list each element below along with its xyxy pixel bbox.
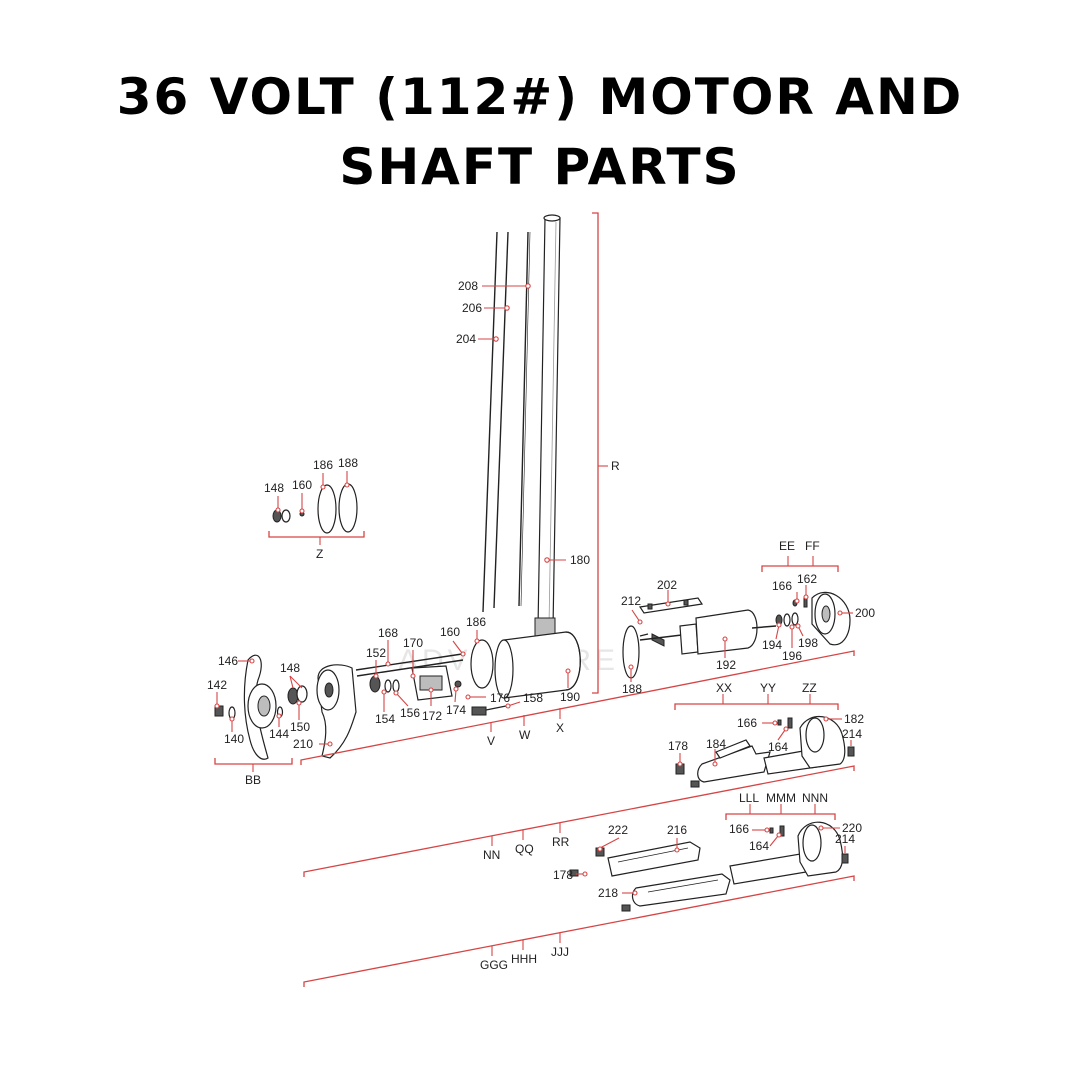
label-146: 146 <box>218 654 238 668</box>
label-154: 154 <box>375 712 395 726</box>
label-210: 210 <box>293 737 313 751</box>
label-188b: 188 <box>622 682 642 696</box>
page-title: 36 VOLT (112#) MOTOR AND SHAFT PARTS <box>0 62 1080 202</box>
shaft-180 <box>534 214 561 637</box>
label-198: 198 <box>798 636 818 650</box>
label-204: 204 <box>456 332 476 346</box>
label-214a: 214 <box>842 727 862 741</box>
label-190: 190 <box>560 690 580 704</box>
bracket-R <box>592 212 608 694</box>
label-200: 200 <box>855 606 875 620</box>
label-180: 180 <box>570 553 590 567</box>
label-148a: 148 <box>264 481 284 495</box>
label-152: 152 <box>366 646 386 660</box>
group-label-RR: RR <box>552 835 570 849</box>
front-end-cap-200 <box>775 591 851 646</box>
nose-cone-182 <box>763 715 855 775</box>
label-178a: 178 <box>668 739 688 753</box>
label-148b: 148 <box>280 661 300 675</box>
label-218: 218 <box>598 886 618 900</box>
label-174: 174 <box>446 703 466 717</box>
label-220: 220 <box>842 821 862 835</box>
wire-208 <box>518 231 531 607</box>
label-162: 162 <box>797 572 817 586</box>
label-178b: 178 <box>553 868 573 882</box>
wire-206 <box>493 231 509 609</box>
label-140: 140 <box>224 732 244 746</box>
title-line-1: 36 VOLT (112#) MOTOR AND <box>116 68 964 126</box>
group-label-BB: BB <box>245 773 261 787</box>
internal-parts-152-176 <box>355 653 507 716</box>
label-186a: 186 <box>313 458 333 472</box>
label-166b: 166 <box>737 716 757 730</box>
group-label-EE: EE <box>779 539 795 553</box>
label-156: 156 <box>400 706 420 720</box>
group-label-W: W <box>519 728 531 742</box>
label-182: 182 <box>844 712 864 726</box>
label-158: 158 <box>523 691 543 705</box>
motor-can-190 <box>470 631 581 699</box>
group-label-V: V <box>487 734 495 748</box>
group-label-NNN: NNN <box>802 791 828 805</box>
group-label-R: R <box>611 459 620 473</box>
label-160b: 160 <box>440 625 460 639</box>
label-168: 168 <box>378 626 398 640</box>
group-label-X: X <box>556 721 564 735</box>
end-bell-210 <box>316 664 357 759</box>
kit-Z-parts <box>272 483 358 534</box>
label-194: 194 <box>762 638 782 652</box>
rail-216 <box>569 841 701 877</box>
label-192: 192 <box>716 658 736 672</box>
label-164a: 164 <box>768 740 788 754</box>
propeller-146 <box>243 654 277 760</box>
nut-washer-parts <box>214 685 308 720</box>
label-222: 222 <box>608 823 628 837</box>
label-172: 172 <box>422 709 442 723</box>
label-208: 208 <box>458 279 478 293</box>
group-label-LLL: LLL <box>739 791 759 805</box>
label-164b: 164 <box>749 839 769 853</box>
label-196: 196 <box>782 649 802 663</box>
label-188a: 188 <box>338 456 358 470</box>
label-150: 150 <box>290 720 310 734</box>
group-label-GGG: GGG <box>480 958 508 972</box>
label-142: 142 <box>207 678 227 692</box>
label-186b: 186 <box>466 615 486 629</box>
group-label-YY: YY <box>760 681 776 695</box>
label-166a: 166 <box>772 579 792 593</box>
label-170: 170 <box>403 636 423 650</box>
nose-cone-220 <box>729 821 849 885</box>
label-214b: 214 <box>835 832 855 846</box>
rail-218 <box>621 873 731 912</box>
label-184: 184 <box>706 737 726 751</box>
group-label-HHH: HHH <box>511 952 537 966</box>
label-160a: 160 <box>292 478 312 492</box>
group-label-FF: FF <box>805 539 820 553</box>
armature-192 <box>622 609 777 679</box>
wire-204 <box>482 231 498 613</box>
group-label-Z: Z <box>316 547 323 561</box>
label-216: 216 <box>667 823 687 837</box>
group-label-NN: NN <box>483 848 500 862</box>
label-176: 176 <box>490 691 510 705</box>
label-166c: 166 <box>729 822 749 836</box>
label-144: 144 <box>269 727 289 741</box>
label-212: 212 <box>621 594 641 608</box>
group-label-JJJ: JJJ <box>551 945 569 959</box>
brush-plate-202 <box>638 597 704 614</box>
group-label-QQ: QQ <box>515 842 534 856</box>
group-label-MMM: MMM <box>766 791 796 805</box>
title-line-2: SHAFT PARTS <box>339 138 741 196</box>
mount-bracket-184 <box>675 739 771 788</box>
group-label-ZZ: ZZ <box>802 681 817 695</box>
label-202: 202 <box>657 578 677 592</box>
group-label-XX: XX <box>716 681 732 695</box>
label-206: 206 <box>462 301 482 315</box>
